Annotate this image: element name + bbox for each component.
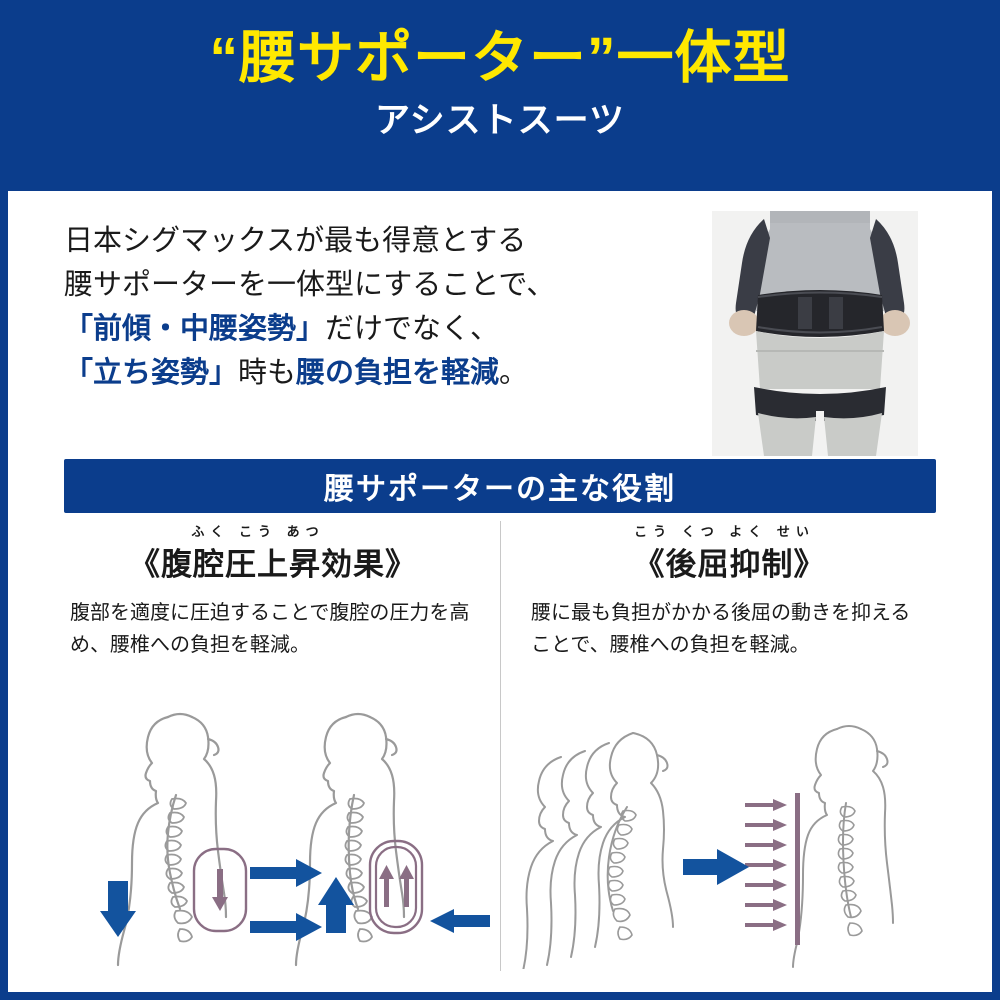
- intro-line-4-highlight: 「立ち姿勢」: [64, 357, 239, 390]
- intro-line-1: 日本シグマックスが最も得意とする: [64, 225, 527, 257]
- intro-line-3-highlight: 「前傾・中腰姿勢」: [64, 313, 326, 346]
- column-abdominal-pressure: ふく こう あつ 《腹腔圧上昇効果》 腹部を適度に圧迫することで腹腔の圧力を高め…: [64, 521, 500, 971]
- intro-text-block: 日本シグマックスが最も得意とする 腰サポーターを一体型にすることで、 「前傾・中…: [64, 219, 684, 395]
- ruby-back-extension: こう くつ よく せい: [634, 524, 815, 539]
- intro-line-3: 「前傾・中腰姿勢」だけでなく、: [64, 307, 684, 351]
- intro-line-4: 「立ち姿勢」時も腰の負担を軽減。: [64, 351, 684, 395]
- intro-line-4-mid: 時も: [238, 357, 297, 390]
- column-desc-abdominal-pressure: 腹部を適度に圧迫することで腹腔の圧力を高め、腰椎への負担を軽減。: [70, 602, 470, 656]
- product-photo: [698, 211, 941, 456]
- product-photo-illustration: [698, 211, 941, 456]
- intro-line-3-rest: だけでなく、: [325, 313, 500, 346]
- section-banner-label: 腰サポーターの主な役割: [324, 473, 676, 506]
- roles-columns: ふく こう あつ 《腹腔圧上昇効果》 腹部を適度に圧迫することで腹腔の圧力を高め…: [64, 521, 936, 971]
- column-desc-back-extension: 腰に最も負担がかかる後屈の動きを抑えることで、腰椎への負担を軽減。: [531, 602, 911, 656]
- back-extension-suppression-diagram: [501, 699, 937, 969]
- ruby-abdominal-pressure: ふく こう あつ: [191, 524, 325, 539]
- section-banner: 腰サポーターの主な役割: [64, 459, 936, 513]
- intro-line-4-highlight-2: 腰の負担を軽減: [296, 357, 500, 390]
- intro-line-2: 腰サポーターを一体型にすることで、: [64, 269, 556, 302]
- page-subtitle: アシストスーツ: [375, 100, 625, 140]
- abdominal-pressure-diagram: [64, 699, 500, 969]
- header-banner: “腰サポーター”一体型 アシストスーツ: [0, 0, 1000, 183]
- column-title-back-extension: 《後屈抑制》: [633, 547, 826, 582]
- page-title: “腰サポーター”一体型: [209, 26, 791, 90]
- column-title-abdominal-pressure: 《腹腔圧上昇効果》: [129, 547, 417, 582]
- content-panel: 日本シグマックスが最も得意とする 腰サポーターを一体型にすることで、 「前傾・中…: [8, 191, 992, 992]
- intro-line-4-end: 。: [499, 357, 529, 390]
- column-back-extension: こう くつ よく せい 《後屈抑制》 腰に最も負担がかかる後屈の動きを抑えること…: [500, 521, 936, 971]
